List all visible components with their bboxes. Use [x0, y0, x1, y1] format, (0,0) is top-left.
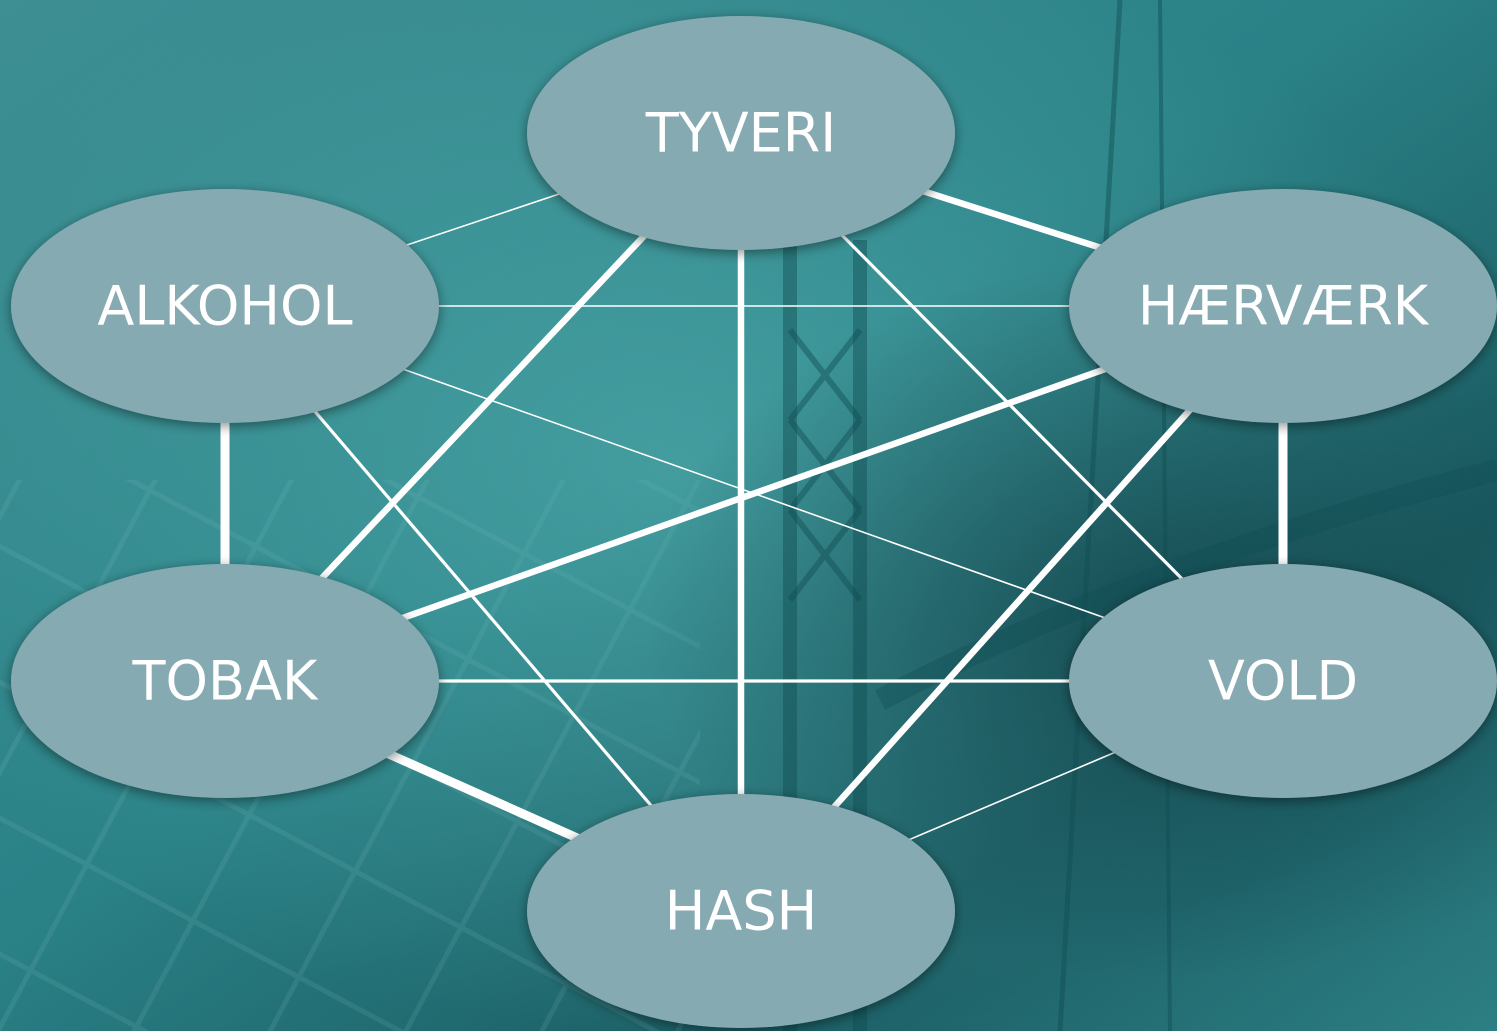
- node-vold: VOLD: [1069, 564, 1497, 798]
- node-hash: HASH: [527, 794, 955, 1028]
- node-tobak: TOBAK: [11, 564, 439, 798]
- node-ellipse-tyveri: [527, 16, 955, 250]
- node-ellipse-hash: [527, 794, 955, 1028]
- node-haervaerk: HÆRVÆRK: [1069, 189, 1497, 423]
- node-label-tyveri: TYVERI: [645, 102, 836, 165]
- nodes: TYVERI ALKOHOL HÆRVÆRK TOBAK VOLD HASH: [11, 16, 1497, 1028]
- node-ellipse-haervaerk: [1069, 189, 1497, 423]
- node-label-haervaerk: HÆRVÆRK: [1138, 275, 1430, 338]
- node-tyveri: TYVERI: [527, 16, 955, 250]
- node-label-vold: VOLD: [1208, 650, 1358, 713]
- node-label-hash: HASH: [665, 880, 817, 943]
- node-ellipse-tobak: [11, 564, 439, 798]
- node-alkohol: ALKOHOL: [11, 189, 439, 423]
- node-ellipse-alkohol: [11, 189, 439, 423]
- node-ellipse-vold: [1069, 564, 1497, 798]
- node-label-tobak: TOBAK: [132, 650, 319, 713]
- node-label-alkohol: ALKOHOL: [97, 275, 352, 338]
